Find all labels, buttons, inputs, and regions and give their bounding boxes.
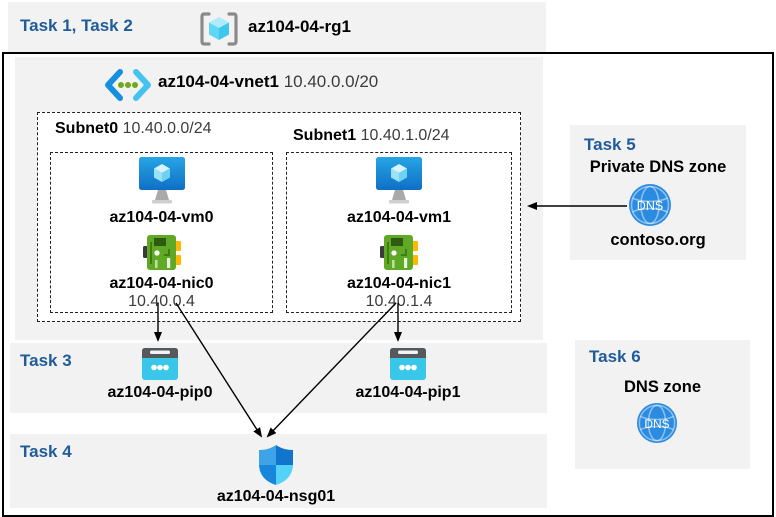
subnets-container: Subnet0 10.40.0.0/24 Subnet1 10.40.1.0/2… [37, 112, 521, 322]
nsg-group: az104-04-nsg01 [206, 444, 346, 506]
public-ip-icon [142, 348, 178, 380]
vnet-name: az104-04-vnet1 [158, 72, 279, 91]
subnet1-content: az104-04-vm1 az104-04-nic1 10.40.1.4 [287, 157, 511, 311]
task5-box: Task 5 Private DNS zone DNS contoso.org [570, 125, 746, 260]
vnet-title: az104-04-vnet1 10.40.0.0/20 [158, 72, 378, 92]
resource-group-band: Task 1, Task 2 az104-04-rg1 [8, 2, 546, 52]
dns-zone-title: DNS zone [623, 378, 701, 396]
nic1-ip: 10.40.1.4 [365, 293, 433, 310]
nic0-ip: 10.40.0.4 [128, 293, 195, 310]
vm1-name: az104-04-vm1 [346, 209, 452, 226]
subnet1-box: az104-04-vm1 az104-04-nic1 10.40.1.4 [286, 152, 512, 313]
pip1-name: az104-04-pip1 [355, 384, 461, 401]
task6-label: Task 6 [589, 347, 641, 366]
dns-globe-icon: DNS [629, 184, 671, 226]
network-interface-icon [142, 235, 181, 270]
nsg-name: az104-04-nsg01 [216, 488, 336, 505]
subnet1-name: Subnet1 [293, 127, 357, 144]
subnet0-name: Subnet0 [55, 120, 119, 137]
virtual-machine-icon [376, 157, 422, 204]
public-ip-icon [390, 348, 426, 380]
task5-label: Task 5 [584, 135, 636, 154]
task-1-2-label: Task 1, Task 2 [20, 16, 133, 35]
resource-group-icon [200, 12, 238, 46]
task3-band: Task 3 az104-04-pip0 az104-04-pip1 [10, 343, 547, 413]
network-interface-icon [380, 235, 418, 270]
virtual-machine-icon [138, 157, 185, 204]
task4-label: Task 4 [20, 442, 72, 461]
diagram-frame [2, 52, 774, 517]
private-dns-zone-title: Private DNS zone [589, 158, 727, 176]
dns-globe-icon: DNS [636, 402, 678, 444]
subnet0-title: Subnet0 10.40.0.0/24 [55, 120, 212, 138]
pip0-group: az104-04-pip0 [90, 346, 230, 402]
nic1-name: az104-04-nic1 [346, 275, 452, 292]
nic0-name: az104-04-nic0 [109, 275, 214, 292]
pip1-group: az104-04-pip1 [338, 346, 478, 402]
vnet-cidr: 10.40.0.0/20 [283, 72, 379, 91]
network-security-group-shield-icon [259, 445, 293, 485]
subnet1-title: Subnet1 10.40.1.0/24 [293, 127, 450, 145]
task4-band: Task 4 az104-04-nsg01 [10, 434, 547, 508]
subnet1-cidr: 10.40.1.0/24 [360, 127, 450, 144]
resource-group-name: az104-04-rg1 [248, 17, 352, 36]
dns-zone-name: contoso.org [610, 231, 706, 249]
vm0-name: az104-04-vm0 [109, 209, 214, 226]
vnet-box: az104-04-vnet1 10.40.0.0/20 Subnet0 10.4… [15, 57, 543, 340]
pip0-name: az104-04-pip0 [107, 384, 213, 401]
task3-label: Task 3 [20, 351, 72, 370]
task6-box: Task 6 DNS zone DNS [575, 340, 750, 469]
virtual-network-icon [105, 69, 151, 101]
svg-text:DNS: DNS [644, 417, 669, 431]
subnet0-content: az104-04-vm0 az104-04-nic0 10.40.0.4 [51, 157, 272, 311]
subnet0-box: az104-04-vm0 az104-04-nic0 10.40.0.4 [50, 152, 273, 313]
svg-text:DNS: DNS [637, 199, 663, 213]
subnet0-cidr: 10.40.0.0/24 [122, 120, 212, 137]
